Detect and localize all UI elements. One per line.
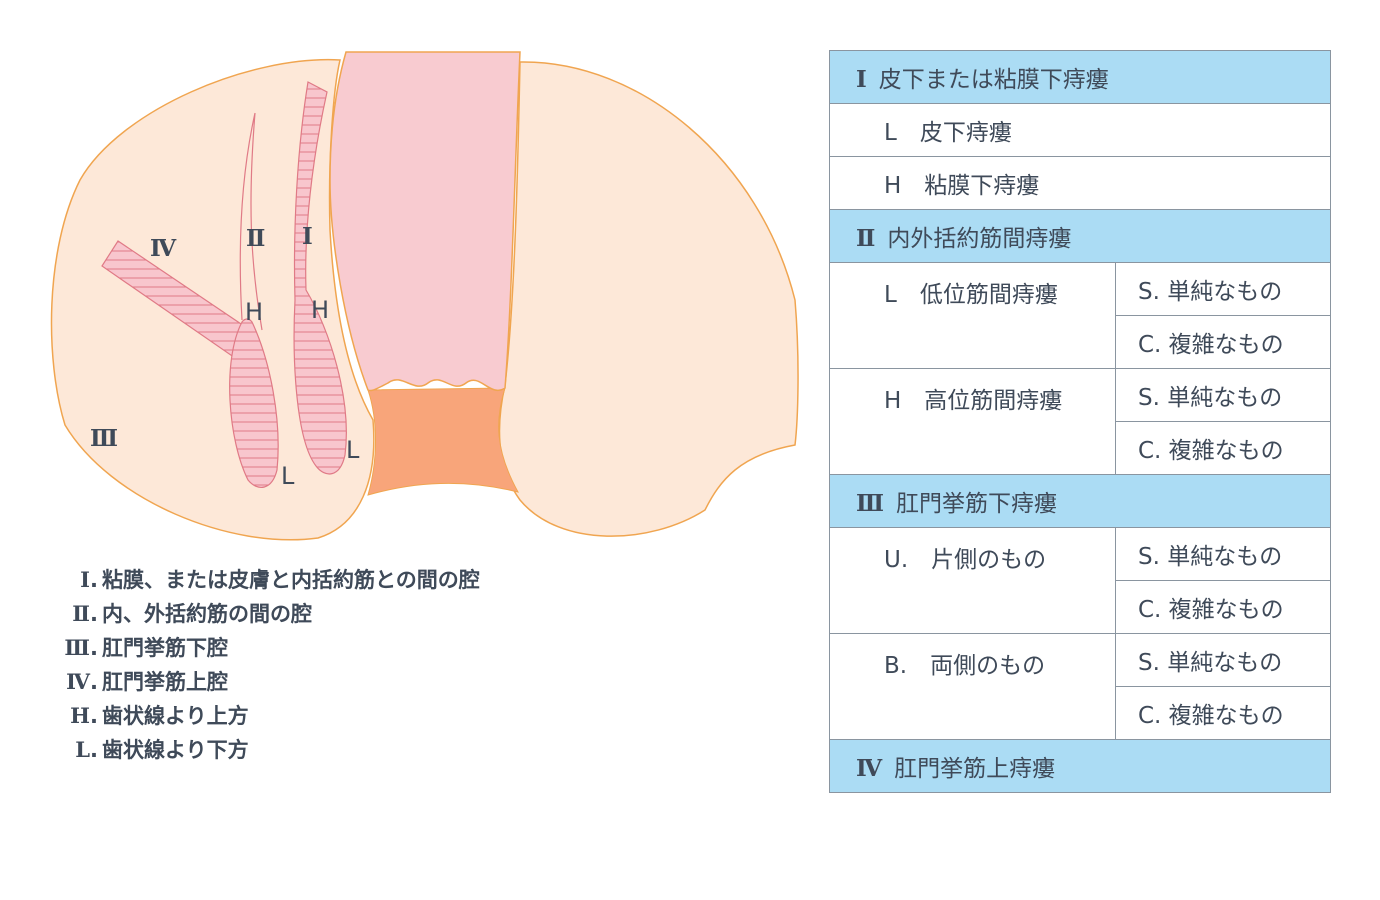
fistula-subtype: C. 複雑なもの (1114, 686, 1332, 740)
group-title: 内外括約筋間痔瘻 (887, 226, 1072, 252)
group-header-ii: Ⅱ 内外括約筋間痔瘻 (828, 209, 1332, 263)
table-row: C. 複雑なもの (830, 315, 1332, 369)
fistula-subtype: C. 複雑なもの (1114, 315, 1332, 369)
fistula-subtype: C. 複雑なもの (1114, 580, 1332, 634)
group-roman: Ⅳ (856, 755, 883, 782)
diagram-label-iv: Ⅳ (150, 235, 177, 262)
table-row: H 粘膜下痔瘻 (828, 156, 1332, 210)
legend-text: 粘膜、または皮膚と内括約筋との間の腔 (102, 568, 480, 592)
diagram-label-l-left: L (281, 462, 295, 490)
legend-key: Ⅱ (72, 601, 90, 626)
diagram-label-h-left: H (245, 298, 263, 326)
diagram-label-ii: Ⅱ (246, 225, 265, 252)
group-title: 皮下または粘膜下痔瘻 (878, 67, 1109, 93)
table-row: C. 複雑なもの (830, 580, 1332, 634)
fistula-type: L 皮下痔瘻 (828, 103, 1332, 157)
diagram-label-l-right: L (346, 436, 360, 464)
group-title: 肛門挙筋下痔瘻 (896, 491, 1058, 517)
table-row: L 低位筋間痔瘻 S. 単純なもの (829, 262, 1332, 369)
fistula-type: U. 片側のもの (829, 527, 1116, 634)
diagram-label-iii: Ⅲ (90, 425, 118, 452)
anatomy-diagram: Ⅳ Ⅱ Ⅰ Ⅲ H H L L (50, 51, 799, 541)
legend-key: Ⅰ (80, 567, 90, 592)
table-row: B. 両側のもの S. 単純なもの (829, 633, 1332, 740)
legend-key: Ⅲ (64, 635, 90, 660)
legend-key: L (75, 737, 90, 762)
diagram-label-h-right: H (311, 296, 329, 324)
group-roman: Ⅲ (856, 490, 885, 517)
legend-item: Ⅲ.肛門挙筋下腔 (52, 633, 480, 667)
fistula-i-tract (293, 81, 347, 475)
legend-item: Ⅱ.内、外括約筋の間の腔 (52, 599, 480, 633)
fistula-type: H 粘膜下痔瘻 (828, 156, 1332, 210)
fistula-type: L 低位筋間痔瘻 (829, 262, 1116, 369)
group-title: 肛門挙筋上痔瘻 (894, 756, 1056, 782)
legend-text: 内、外括約筋の間の腔 (102, 602, 312, 626)
fistula-type: H 高位筋間痔瘻 (829, 368, 1116, 475)
legend-key: H (70, 703, 90, 728)
legend-text: 肛門挙筋上腔 (102, 670, 228, 694)
diagram-label-i: Ⅰ (302, 223, 313, 250)
table-row: C. 複雑なもの (830, 686, 1332, 740)
legend-text: 歯状線より下方 (102, 738, 249, 762)
table-row: C. 複雑なもの (830, 421, 1332, 475)
right-buttock (498, 61, 799, 537)
legend: Ⅰ.粘膜、または皮膚と内括約筋との間の腔 Ⅱ.内、外括約筋の間の腔 Ⅲ.肛門挙筋… (52, 565, 480, 769)
legend-item: L.歯状線より下方 (52, 735, 480, 769)
legend-item: Ⅳ.肛門挙筋上腔 (52, 667, 480, 701)
table-row: H 高位筋間痔瘻 S. 単純なもの (829, 368, 1332, 475)
fistula-subtype: C. 複雑なもの (1114, 421, 1332, 475)
fistula-subtype: S. 単純なもの (1114, 527, 1332, 581)
legend-item: H.歯状線より上方 (52, 701, 480, 735)
legend-item: Ⅰ.粘膜、または皮膚と内括約筋との間の腔 (52, 565, 480, 599)
fistula-subtype: S. 単純なもの (1114, 633, 1332, 687)
table-row: L 皮下痔瘻 (828, 103, 1332, 157)
group-header-i: Ⅰ 皮下または粘膜下痔瘻 (828, 50, 1332, 104)
group-header-iii: Ⅲ 肛門挙筋下痔瘻 (828, 474, 1332, 528)
group-header-iv: Ⅳ 肛門挙筋上痔瘻 (828, 739, 1332, 793)
fistula-subtype: S. 単純なもの (1114, 368, 1332, 422)
classification-table: Ⅰ 皮下または粘膜下痔瘻 L 皮下痔瘻 H 粘膜下痔瘻 Ⅱ 内外括約筋間痔瘻 L 低… (828, 50, 1332, 793)
left-buttock (50, 58, 375, 541)
legend-text: 歯状線より上方 (102, 704, 249, 728)
group-roman: Ⅱ (856, 225, 876, 252)
rectum (329, 51, 521, 392)
anal-canal (367, 387, 519, 496)
fistula-ii-tract (239, 112, 263, 331)
fistula-type: B. 両側のもの (829, 633, 1116, 740)
table-row: U. 片側のもの S. 単純なもの (829, 527, 1332, 634)
legend-text: 肛門挙筋下腔 (102, 636, 228, 660)
legend-key: Ⅳ (66, 669, 90, 694)
fistula-subtype: S. 単純なもの (1114, 262, 1332, 316)
fistula-ii-abscess (229, 318, 279, 488)
group-roman: Ⅰ (856, 66, 867, 93)
